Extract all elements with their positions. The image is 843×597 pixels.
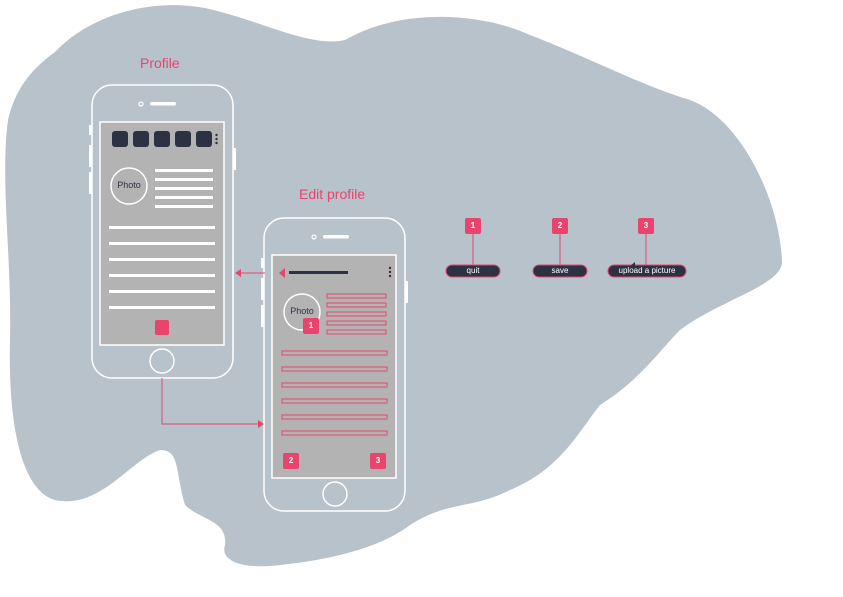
side-button [261, 278, 264, 300]
legend-label-quit: quit [466, 266, 480, 275]
more-options-icon[interactable] [388, 266, 392, 278]
badge-3[interactable] [370, 453, 386, 469]
legend-label-upload: upload a picture [618, 266, 676, 275]
badge-2[interactable] [283, 453, 299, 469]
side-button [89, 125, 92, 135]
legend-badge-1 [465, 218, 481, 234]
legend-quit [445, 218, 501, 278]
home-button[interactable] [149, 348, 175, 374]
legend-upload [607, 218, 687, 278]
badge-2-number: 2 [288, 456, 294, 465]
legend-badge-2-number: 2 [557, 221, 563, 230]
profile-title: Profile [140, 55, 180, 71]
side-button [405, 281, 408, 303]
edit-profile-button[interactable] [155, 320, 169, 335]
legend-badge-1-number: 1 [470, 221, 476, 230]
legend-pill-upload [607, 264, 687, 278]
edit-info-fields[interactable] [326, 293, 387, 335]
edit-photo-label: Photo [290, 306, 314, 316]
badge-1-number: 1 [308, 321, 314, 330]
edit-profile-phone [261, 217, 408, 512]
phone-body [263, 217, 406, 512]
camera-icon [311, 234, 317, 240]
side-button [261, 305, 264, 327]
badge-3-number: 3 [375, 456, 381, 465]
legend-badge-3 [638, 218, 654, 234]
more-options-icon[interactable] [215, 133, 218, 145]
cursor-icon [630, 262, 635, 266]
legend-pill-save [532, 264, 588, 278]
legend-save [532, 218, 588, 278]
speaker-slot [323, 235, 349, 239]
profile-screen [99, 121, 225, 346]
nav-tab[interactable] [154, 131, 170, 147]
legend-badge-2 [552, 218, 568, 234]
home-button[interactable] [322, 481, 348, 507]
side-button [261, 258, 264, 268]
header-title-line [289, 271, 348, 274]
edit-content-fields[interactable] [281, 350, 388, 436]
nav-tab[interactable] [133, 131, 149, 147]
camera-icon [138, 101, 144, 107]
photo-placeholder [110, 167, 148, 205]
badge-1 [303, 318, 319, 334]
profile-photo-label: Photo [117, 180, 141, 190]
legend-badge-3-number: 3 [643, 221, 649, 230]
legend-pill-quit [445, 264, 501, 278]
profile-info-lines [155, 169, 213, 208]
legend-label-save: save [551, 266, 569, 275]
edit-profile-title: Edit profile [299, 186, 366, 202]
speaker-slot [150, 102, 176, 106]
nav-tab[interactable] [112, 131, 128, 147]
side-button [233, 148, 236, 170]
nav-tab[interactable] [196, 131, 212, 147]
profile-phone [89, 84, 236, 379]
nav-tab[interactable] [175, 131, 191, 147]
side-button [89, 145, 92, 167]
side-button [89, 172, 92, 194]
connector-edit [161, 378, 264, 428]
profile-content-lines [109, 226, 215, 309]
back-arrow-icon[interactable] [279, 268, 285, 278]
connector-back [235, 269, 265, 277]
